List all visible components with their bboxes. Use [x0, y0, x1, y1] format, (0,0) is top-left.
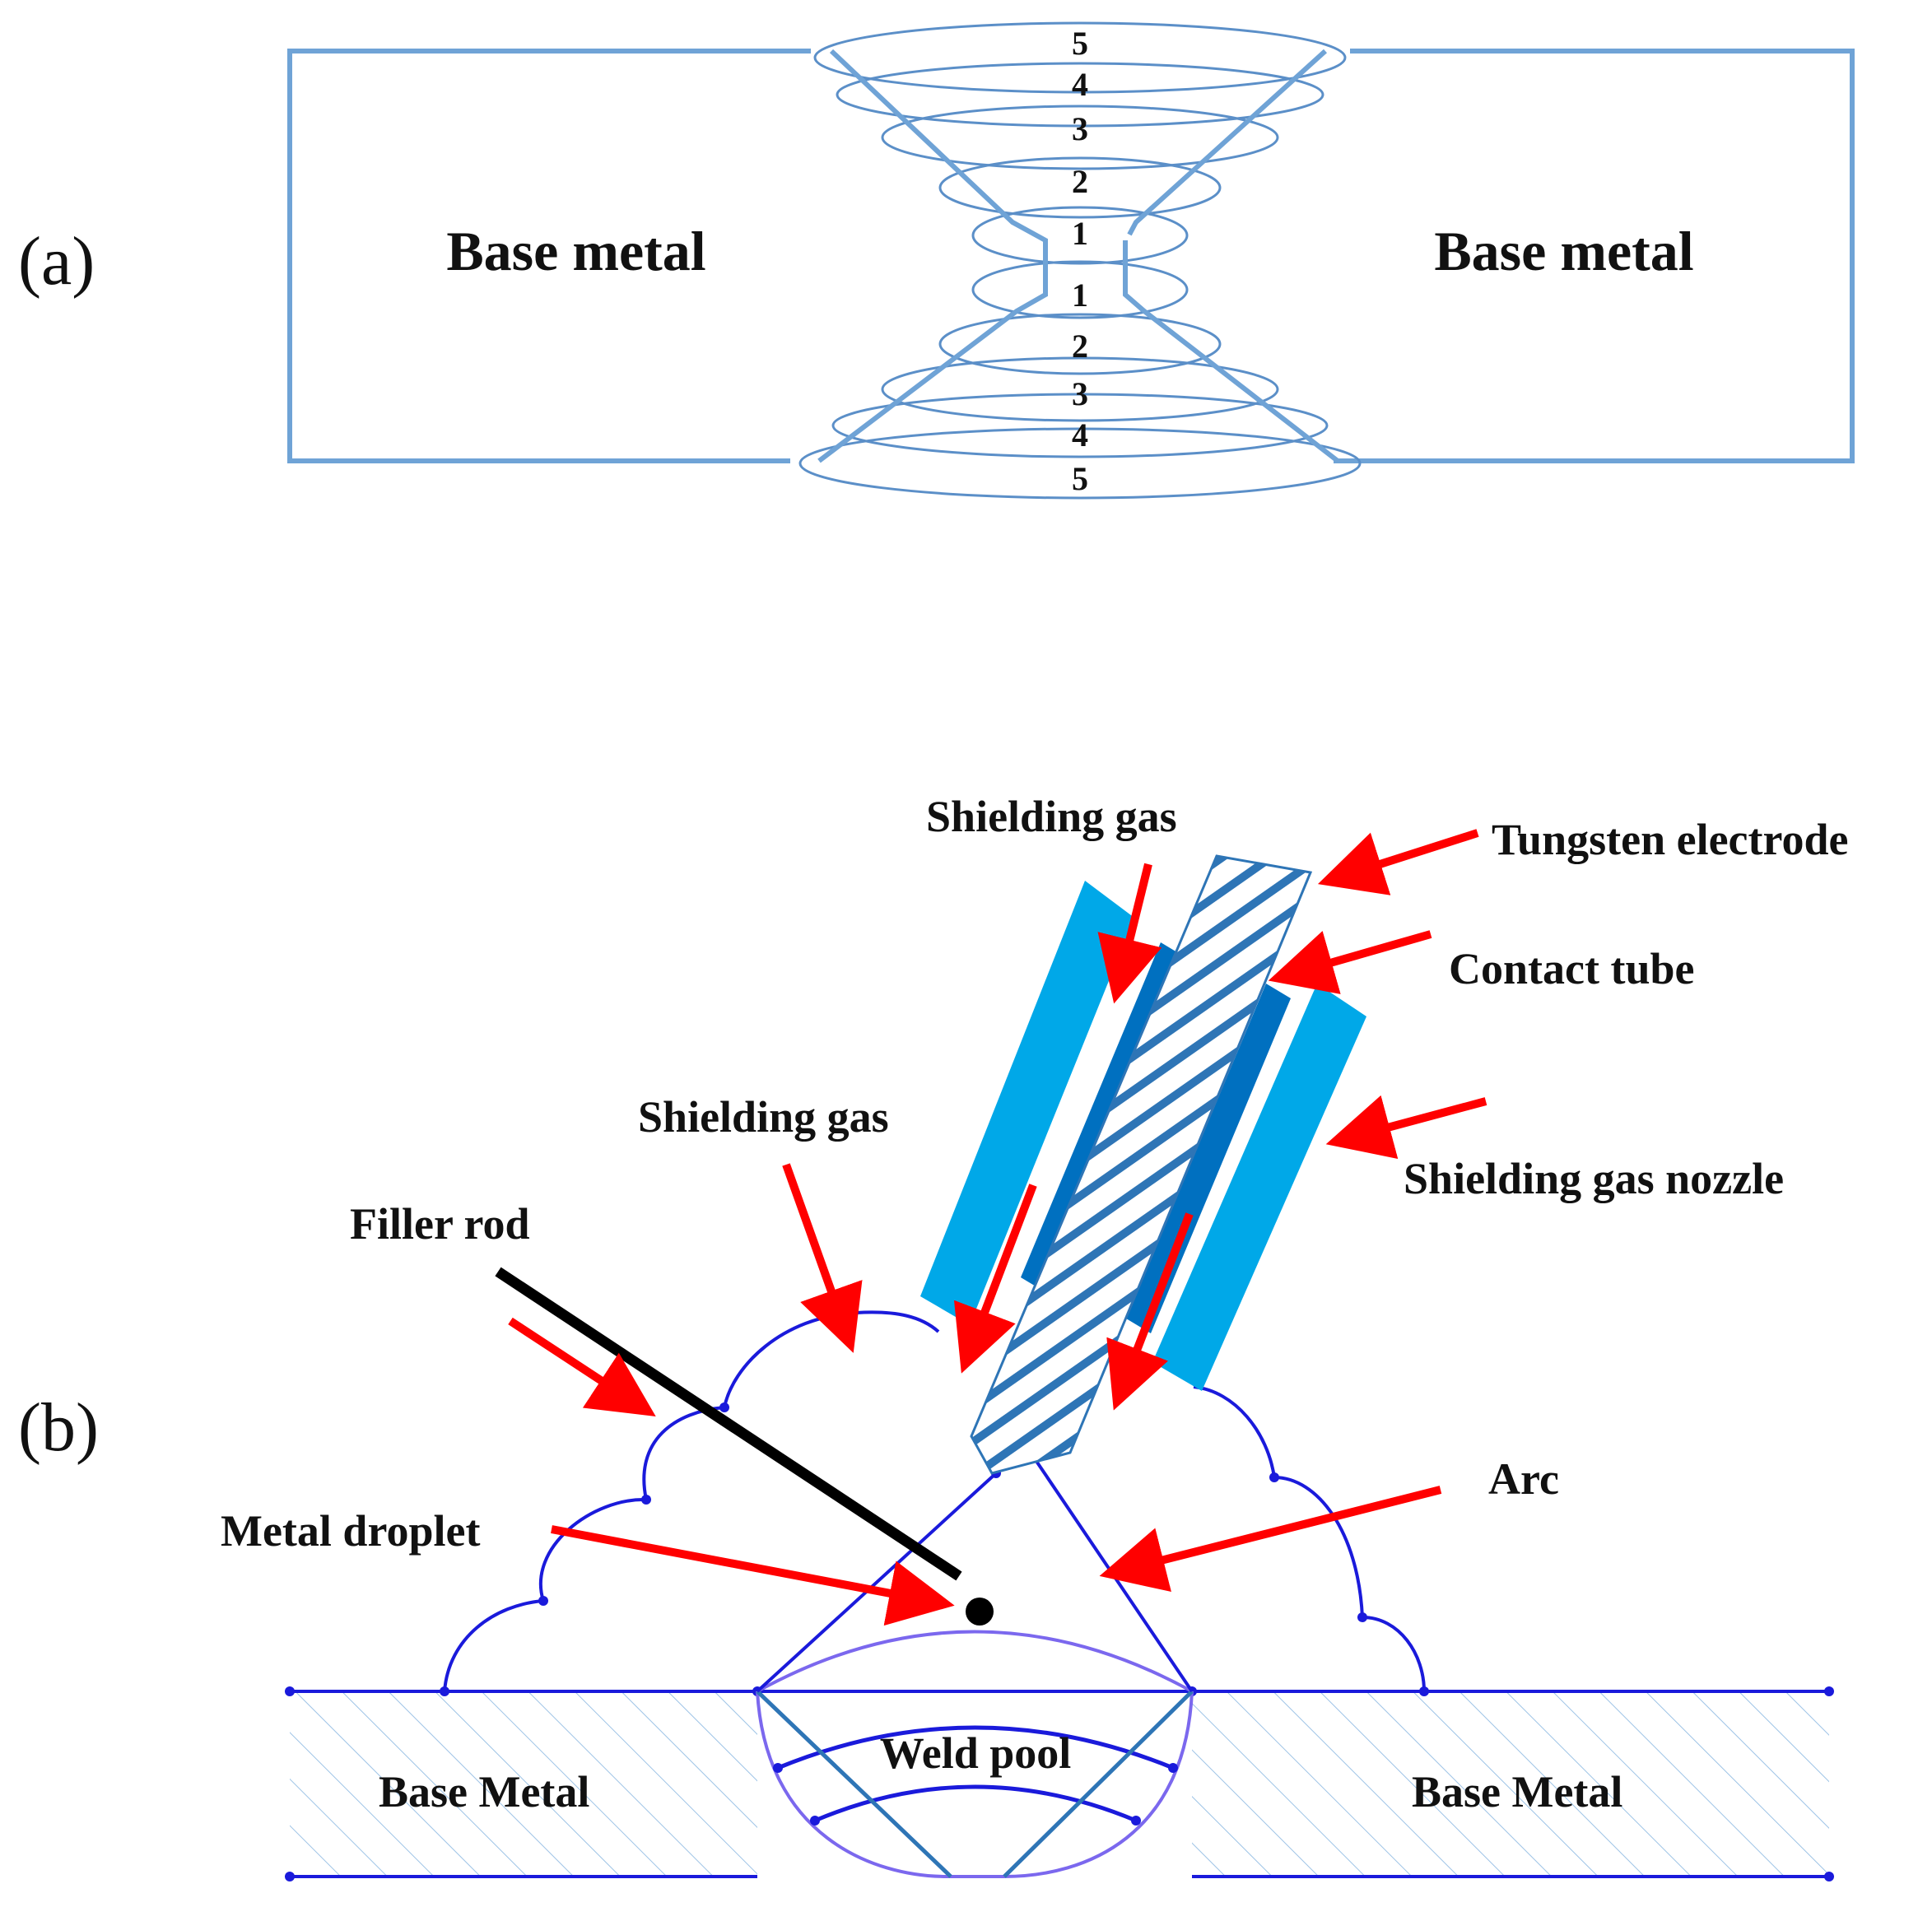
arrow [1325, 1095, 1487, 1160]
panel-a-plate-outline [287, 49, 1855, 463]
pass-ellipse [881, 356, 1279, 422]
pass-ellipse [881, 105, 1279, 170]
pass-number: 5 [1072, 460, 1088, 497]
pass-number: 5 [1072, 25, 1088, 62]
contact-tube-right [1126, 984, 1291, 1333]
panel-a-pass-numbers: 5 4 3 2 1 1 2 3 4 5 [1072, 25, 1088, 497]
panel-a-weld-passes [798, 21, 1362, 500]
label-shielding-gas-nozzle: Shielding gas nozzle [1404, 1154, 1784, 1203]
annotation-arrows [508, 829, 1487, 1626]
base-metal-right-label: Base metal [1434, 220, 1693, 282]
base-metal-left-label: Base metal [446, 220, 705, 282]
arrow [1317, 829, 1479, 895]
shielding-gas-nozzle-right [1152, 984, 1366, 1391]
pass-number: 3 [1072, 110, 1088, 147]
pass-number: 4 [1072, 416, 1088, 453]
arrow [953, 1184, 1037, 1374]
label-weld-pool: Weld pool [880, 1728, 1072, 1778]
torch-assembly [920, 854, 1366, 1475]
panel-a-label: (a) [18, 223, 95, 300]
label-arc: Arc [1488, 1454, 1559, 1504]
panel-b: (b) [18, 792, 1849, 1881]
pass-number: 1 [1072, 215, 1088, 252]
panel-a-groove [817, 49, 1339, 463]
arrow [782, 1163, 863, 1353]
pass-number: 2 [1072, 163, 1088, 200]
label-tungsten-electrode: Tungsten electrode [1492, 815, 1849, 864]
pass-number: 1 [1072, 277, 1088, 314]
label-contact-tube: Contact tube [1449, 944, 1694, 993]
pass-ellipse [836, 62, 1324, 128]
panel-b-label: (b) [18, 1389, 99, 1466]
label-metal-droplet: Metal droplet [221, 1506, 480, 1556]
filler-rod [495, 1267, 962, 1581]
pass-ellipse [971, 260, 1189, 319]
pass-ellipse [798, 427, 1362, 500]
pass-number: 4 [1072, 66, 1088, 103]
label-base-metal-left: Base Metal [379, 1767, 589, 1816]
label-filler-rod: Filler rod [350, 1199, 529, 1249]
panel-a: (a) 5 4 3 2 [18, 21, 1855, 500]
pass-ellipse [813, 21, 1347, 94]
panel-b-labels: Shielding gas Tungsten electrode Contact… [221, 792, 1849, 1816]
pass-number: 2 [1072, 328, 1088, 365]
arrow [551, 1525, 955, 1626]
weld-pool-region [756, 1630, 1194, 1878]
pass-ellipse [938, 156, 1222, 219]
metal-droplet [966, 1598, 994, 1626]
pass-number: 3 [1072, 375, 1088, 412]
label-base-metal-right: Base Metal [1412, 1767, 1622, 1816]
arrow [508, 1317, 656, 1416]
arrow [1097, 863, 1162, 1004]
pass-ellipse [971, 206, 1189, 265]
label-shielding-gas-top: Shielding gas [926, 792, 1177, 841]
label-shielding-gas-left: Shielding gas [638, 1092, 889, 1142]
pass-ellipse [831, 393, 1329, 458]
arrow [1268, 930, 1432, 994]
arrow [1106, 1212, 1194, 1411]
arrow [1099, 1486, 1442, 1593]
pass-ellipse [938, 313, 1222, 375]
shielding-gas-nozzle-left [920, 881, 1134, 1325]
